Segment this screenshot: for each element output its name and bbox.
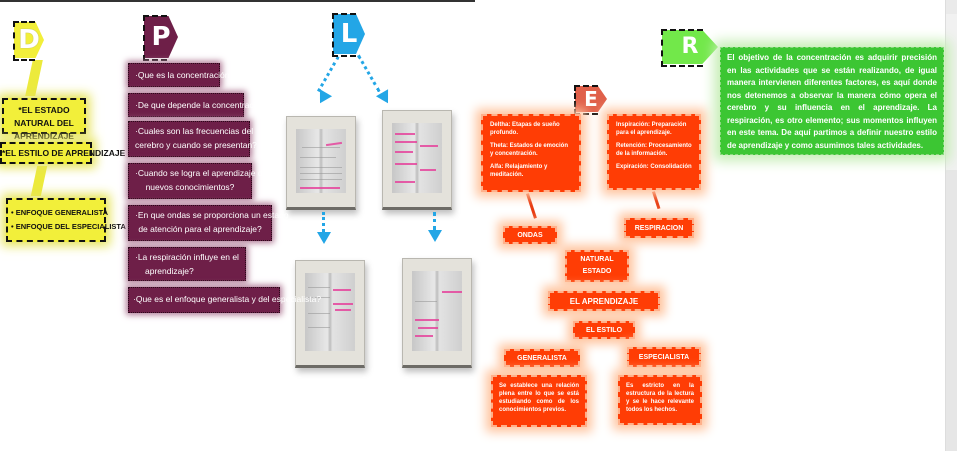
- book-page-image: [412, 271, 462, 351]
- scrollbar-top-segment[interactable]: [946, 0, 957, 14]
- question-ondas-atencion[interactable]: ·En que ondas se proporciona un estado d…: [128, 205, 289, 241]
- yellow-item-estilo: *EL ESTILO DE APRENDIZAJE: [0, 142, 125, 164]
- label-especialista[interactable]: ESPECIALISTA: [627, 347, 701, 367]
- yellow-item-estado-natural: *EL ESTADO NATURAL DEL APRENDIZAJE: [2, 98, 86, 141]
- book-photo-4[interactable]: [402, 258, 472, 368]
- label-generalista[interactable]: GENERALISTA: [504, 349, 580, 367]
- scrollbar-thumb[interactable]: [946, 170, 957, 451]
- tag-letter: R: [681, 34, 699, 59]
- book-photo-3[interactable]: [295, 260, 365, 368]
- label-ondas[interactable]: ONDAS: [503, 226, 557, 244]
- label-natural-estado[interactable]: NATURAL ESTADO: [565, 250, 629, 282]
- green-summary-box: El objetivo de la concentración es adqui…: [720, 47, 944, 155]
- tag-letter: P: [151, 22, 171, 52]
- label-respiracion[interactable]: RESPIRACION: [624, 218, 694, 238]
- book-page-image: [305, 273, 355, 351]
- ondas-detail-box: Deltha: Etapas de sueño profundo. Theta:…: [481, 114, 581, 192]
- question-enfoque-generalista[interactable]: ·Que es el enfoque generalista y del esp…: [128, 287, 321, 313]
- tag-letter: D: [18, 25, 40, 55]
- question-que-es-concentracion[interactable]: ·Que es la concentración ?: [128, 63, 237, 87]
- blue-arrow-down-2: [433, 212, 436, 230]
- label-el-estilo[interactable]: EL ESTILO: [573, 321, 635, 339]
- question-cuando-aprendizaje[interactable]: ·Cuando se logra el aprendizaje de nuevo…: [128, 163, 267, 199]
- especialista-description: Es estricto en la estructura de la lectu…: [618, 375, 702, 425]
- question-respiracion-influye[interactable]: ·La respiración influye en el aprendizaj…: [128, 247, 246, 281]
- book-page-image: [296, 129, 346, 193]
- respiracion-detail-box: Inspiración: Preparación para el aprendi…: [607, 114, 701, 190]
- tag-letter: L: [340, 19, 358, 49]
- tag-letter: E: [584, 87, 598, 111]
- blue-arrowhead: [428, 230, 442, 242]
- generalista-description: Se establece una relación plena entre lo…: [491, 375, 587, 427]
- list-item-especialista: • ENFOQUE DEL ESPECIALISTA: [11, 222, 126, 231]
- blue-arrow-down-1: [322, 212, 325, 232]
- list-item-generalista: • ENFOQUE GENERALISTA: [11, 208, 109, 217]
- label-el-aprendizaje[interactable]: EL APRENDIZAJE: [548, 291, 660, 311]
- question-frecuencias-cerebro[interactable]: ·Cuales son las frecuencias del cerebro …: [128, 121, 257, 157]
- book-photo-1[interactable]: [286, 116, 356, 210]
- yellow-list-box: • ENFOQUE GENERALISTA • ENFOQUE DEL ESPE…: [6, 198, 126, 242]
- book-photo-2[interactable]: [382, 110, 452, 210]
- blue-arrowhead: [317, 232, 331, 244]
- question-de-que-depende[interactable]: ·De que depende la concentración?: [128, 93, 270, 117]
- book-page-image: [392, 123, 442, 193]
